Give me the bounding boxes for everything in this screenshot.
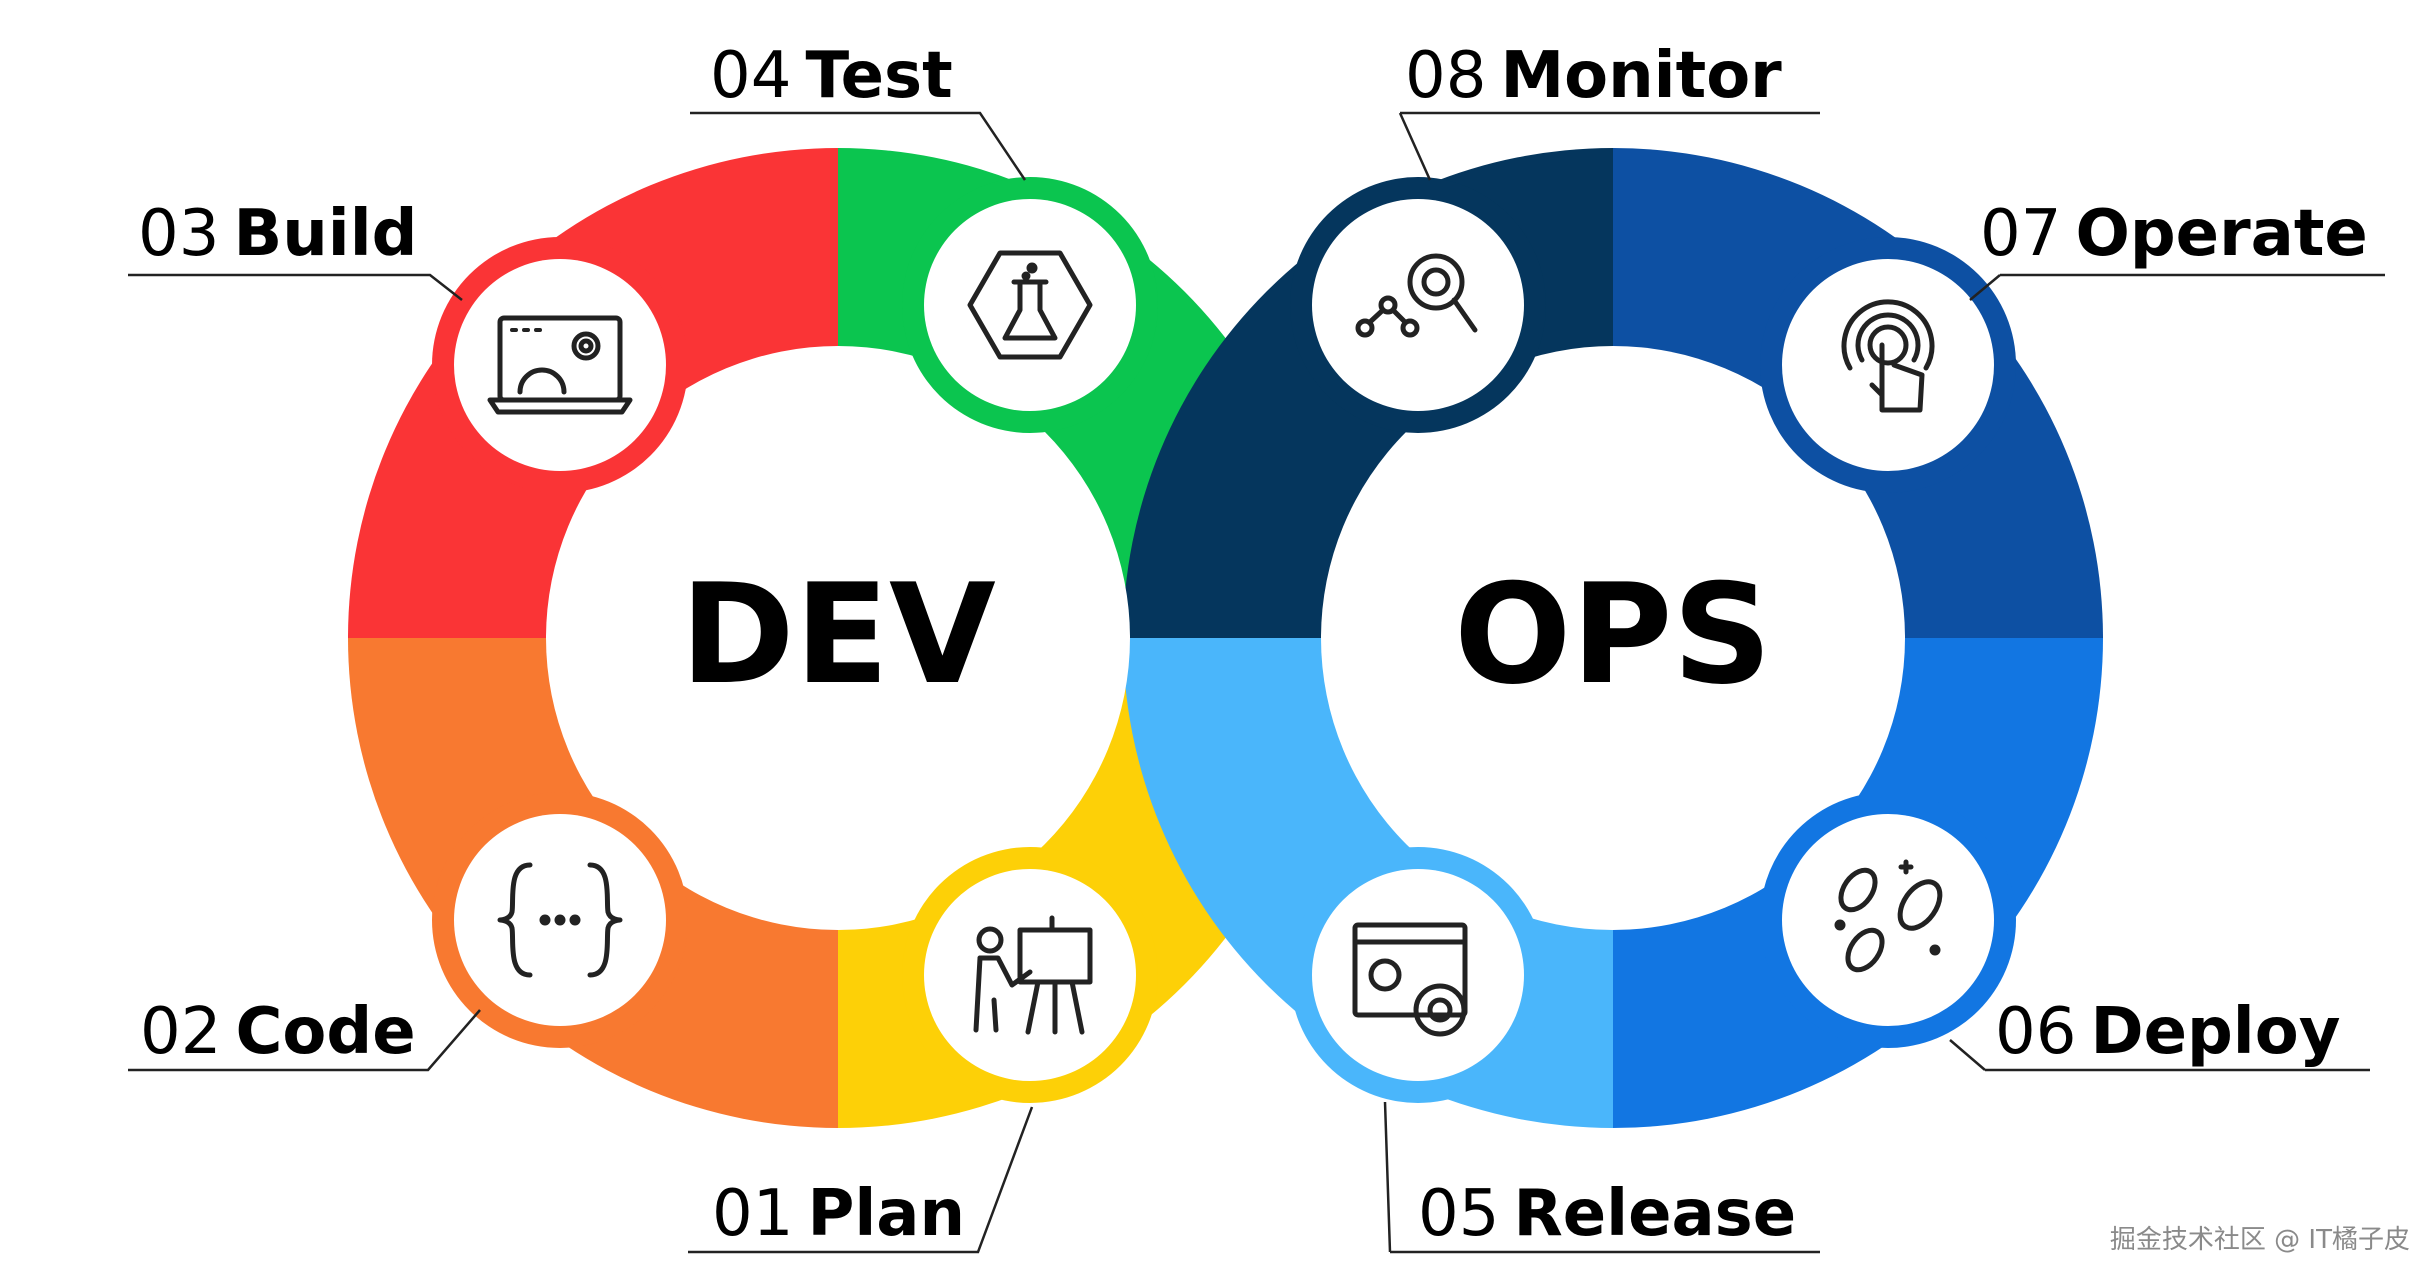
ops-center (1321, 346, 1905, 930)
badge-monitor (1290, 177, 1546, 433)
badge-build (432, 237, 688, 493)
leader-lines (128, 111, 2385, 1254)
presentation-board-icon (973, 915, 1093, 1035)
watermark: 掘金技术社区 @ IT橘子皮 (2110, 1225, 2410, 1255)
window-gears-icon (1352, 922, 1468, 1037)
badge-test (902, 177, 1158, 433)
code-braces-icon (497, 862, 623, 978)
dev-title: DEV (680, 554, 996, 715)
monitor-search-icon (1355, 253, 1478, 338)
dev-center (546, 346, 1130, 930)
ops-title: OPS (1454, 554, 1772, 715)
touch-hand-icon (1841, 299, 1935, 413)
laptop-gear-icon (487, 315, 633, 415)
badge-deploy (1760, 792, 2016, 1048)
flask-hexagon-icon (967, 250, 1093, 360)
badge-release (1290, 847, 1546, 1103)
rockets-icon (1834, 859, 1943, 973)
